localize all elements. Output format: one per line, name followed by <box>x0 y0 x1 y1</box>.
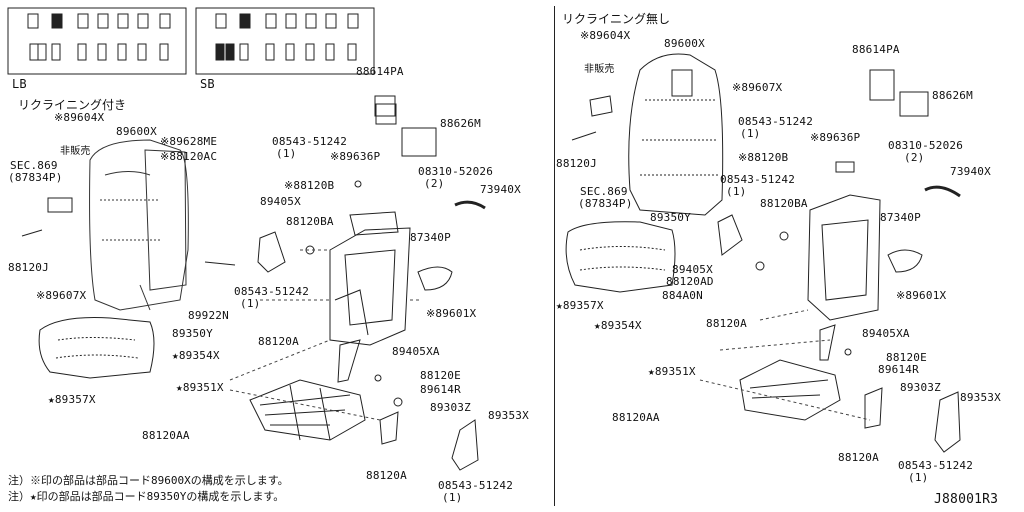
note-1: 注）※印の部品は部品コード89600Xの構成を示します。 <box>8 474 289 487</box>
part-label: ※89607X <box>732 81 783 94</box>
lb-label: LB <box>12 77 27 91</box>
part-label: 08543-51242 <box>720 173 796 186</box>
part-label: 88120A <box>366 469 407 482</box>
part-label: 88120E <box>886 351 927 364</box>
part-label: 89350Y <box>650 211 691 224</box>
part-label: 73940X <box>950 165 991 178</box>
part-label: 08543-51242 <box>898 459 974 472</box>
part-label: 87340P <box>880 211 921 224</box>
part-label: 89600X <box>664 37 705 50</box>
part-label: 08543-51242 <box>738 115 814 128</box>
part-label: (1) <box>726 185 747 198</box>
part-label: ※88120B <box>284 179 335 192</box>
part-label: 88120J <box>556 157 597 170</box>
part-label: 89922N <box>188 309 229 322</box>
part-label: ※88120B <box>738 151 789 164</box>
part-label: 非販売 <box>60 146 91 157</box>
part-label: (87834P) <box>578 197 633 210</box>
part-label: ★89357X <box>556 299 604 312</box>
diagram-code: J88001R3 <box>934 492 999 507</box>
part-label: 89405X <box>672 263 713 276</box>
part-label: 87340P <box>410 231 451 244</box>
part-label: ※88120AC <box>160 150 218 163</box>
part-label: (1) <box>240 297 261 310</box>
part-label: ※89601X <box>896 289 947 302</box>
right-seat-cushion <box>565 221 676 293</box>
left-base-frame <box>249 379 366 441</box>
part-label: 88120AA <box>612 411 660 424</box>
left-frame <box>329 211 411 346</box>
part-label: 89405XA <box>862 327 910 340</box>
part-label: SEC.869 <box>580 185 628 198</box>
right-frame <box>807 194 881 321</box>
part-label: 08310-52026 <box>888 139 964 152</box>
part-label: 89303Z <box>900 381 941 394</box>
note-2: 注）★印の部品は部品コード89350Yの構成を示します。 <box>8 490 285 503</box>
part-label: 89350Y <box>172 327 213 340</box>
part-label: 88626M <box>932 89 973 102</box>
part-label: 88120A <box>706 317 747 330</box>
right-section-title: リクライニング無し <box>562 12 671 26</box>
part-label: 88626M <box>440 117 481 130</box>
section-divider <box>554 6 555 506</box>
part-label: 08543-51242 <box>272 135 348 148</box>
part-label: 89353X <box>960 391 1001 404</box>
right-seat-back <box>628 53 724 216</box>
part-label: (1) <box>442 491 463 504</box>
part-label: ★89354X <box>172 349 220 362</box>
part-label: ★89351X <box>176 381 224 394</box>
right-base-frame <box>739 359 841 421</box>
sb-seat-map <box>215 13 359 61</box>
part-label: ※89607X <box>36 289 87 302</box>
lb-seat-map <box>27 13 171 61</box>
part-label: 非販売 <box>584 64 615 75</box>
part-label: 88120E <box>420 369 461 382</box>
part-label: 89405XA <box>392 345 440 358</box>
part-label: 88120BA <box>760 197 808 210</box>
part-label: 88120A <box>258 335 299 348</box>
part-label: 89303Z <box>430 401 471 414</box>
part-label: (2) <box>904 151 925 164</box>
part-label: ※89636P <box>330 150 381 163</box>
part-label: ※89628ME <box>160 135 218 148</box>
part-label: 89614R <box>420 383 461 396</box>
part-label: 89600X <box>116 125 157 138</box>
left-section-title: リクライニング付き <box>18 98 127 112</box>
part-label: 88614PA <box>356 65 404 78</box>
part-label: 884A0N <box>662 289 703 302</box>
part-label: (1) <box>276 147 297 160</box>
part-label: ※89636P <box>810 131 861 144</box>
part-label: 08310-52026 <box>418 165 494 178</box>
part-label: 89405X <box>260 195 301 208</box>
part-label: 88614PA <box>852 43 900 56</box>
part-label: 89353X <box>488 409 529 422</box>
part-label: 89614R <box>878 363 919 376</box>
part-label: (1) <box>908 471 929 484</box>
part-label: 88120AD <box>666 275 714 288</box>
left-seat-cushion <box>38 317 155 379</box>
left-seat-back <box>89 139 189 311</box>
part-label: ★89354X <box>594 319 642 332</box>
part-label: 88120A <box>838 451 879 464</box>
part-label: 88120AA <box>142 429 190 442</box>
part-label: ★89351X <box>648 365 696 378</box>
part-label: (2) <box>424 177 445 190</box>
part-label: 73940X <box>480 183 521 196</box>
part-label: ※89604X <box>580 29 631 42</box>
part-label: SEC.869 <box>10 159 58 172</box>
part-label: (87834P) <box>8 171 63 184</box>
part-label: 88120BA <box>286 215 334 228</box>
part-label: 88120J <box>8 261 49 274</box>
part-label: ※89601X <box>426 307 477 320</box>
part-label: ★89357X <box>48 393 96 406</box>
part-label: ※89604X <box>54 111 105 124</box>
part-label: 08543-51242 <box>438 479 514 492</box>
part-label: (1) <box>740 127 761 140</box>
sb-label: SB <box>200 77 215 91</box>
part-label: 08543-51242 <box>234 285 310 298</box>
